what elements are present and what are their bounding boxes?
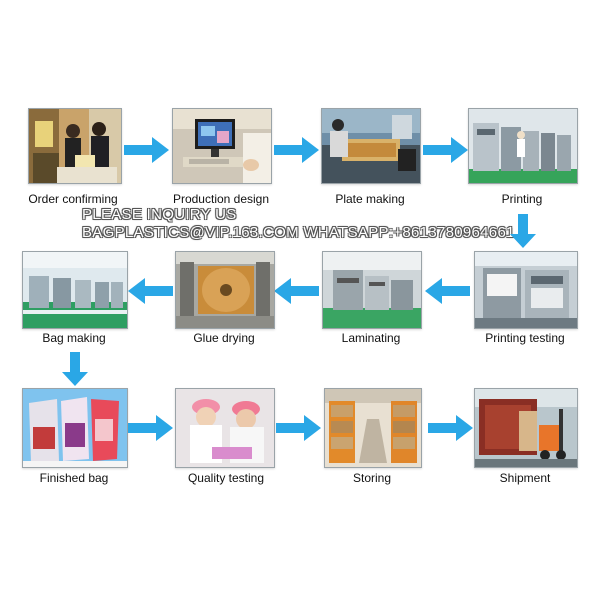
step-label: Bag making <box>42 331 106 345</box>
shipment-photo <box>474 388 578 468</box>
watermark-line-2: BAGPLASTICS@VIP.163.COM WHATSAPP:+861378… <box>82 224 515 241</box>
arrow-right-icon <box>428 415 473 441</box>
production-design-photo <box>172 108 272 184</box>
arrow-down-icon <box>510 214 536 248</box>
step-label: Quality testing <box>187 471 265 485</box>
arrow-left-icon <box>274 278 319 304</box>
arrow-right-icon <box>423 137 468 163</box>
step-label: Order confirming <box>28 192 118 206</box>
quality-testing-photo <box>175 388 275 468</box>
step-label: Plate making <box>335 192 405 206</box>
arrow-right-icon <box>276 415 321 441</box>
arrow-right-icon <box>124 137 169 163</box>
step-label: Storing <box>352 471 392 485</box>
arrow-right-icon <box>274 137 319 163</box>
arrow-left-icon <box>128 278 173 304</box>
plate-making-photo <box>321 108 421 184</box>
step-label: Printing testing <box>485 331 565 345</box>
printing-photo <box>468 108 578 184</box>
step-label: Finished bag <box>39 471 109 485</box>
arrow-down-icon <box>62 352 88 386</box>
printing-testing-photo <box>474 251 578 329</box>
step-label: Glue drying <box>193 331 255 345</box>
watermark-line-1: PLEASE INQUIRY US <box>82 206 237 223</box>
bag-making-photo <box>22 251 128 329</box>
order-confirming-photo <box>28 108 122 184</box>
storing-photo <box>324 388 422 468</box>
finished-bag-photo <box>22 388 128 468</box>
arrow-right-icon <box>128 415 173 441</box>
glue-drying-photo <box>175 251 275 329</box>
step-label: Laminating <box>341 331 401 345</box>
laminating-photo <box>322 251 422 329</box>
arrow-left-icon <box>425 278 470 304</box>
step-label: Production design <box>172 192 270 206</box>
step-label: Shipment <box>499 471 551 485</box>
step-label: Printing <box>501 192 543 206</box>
